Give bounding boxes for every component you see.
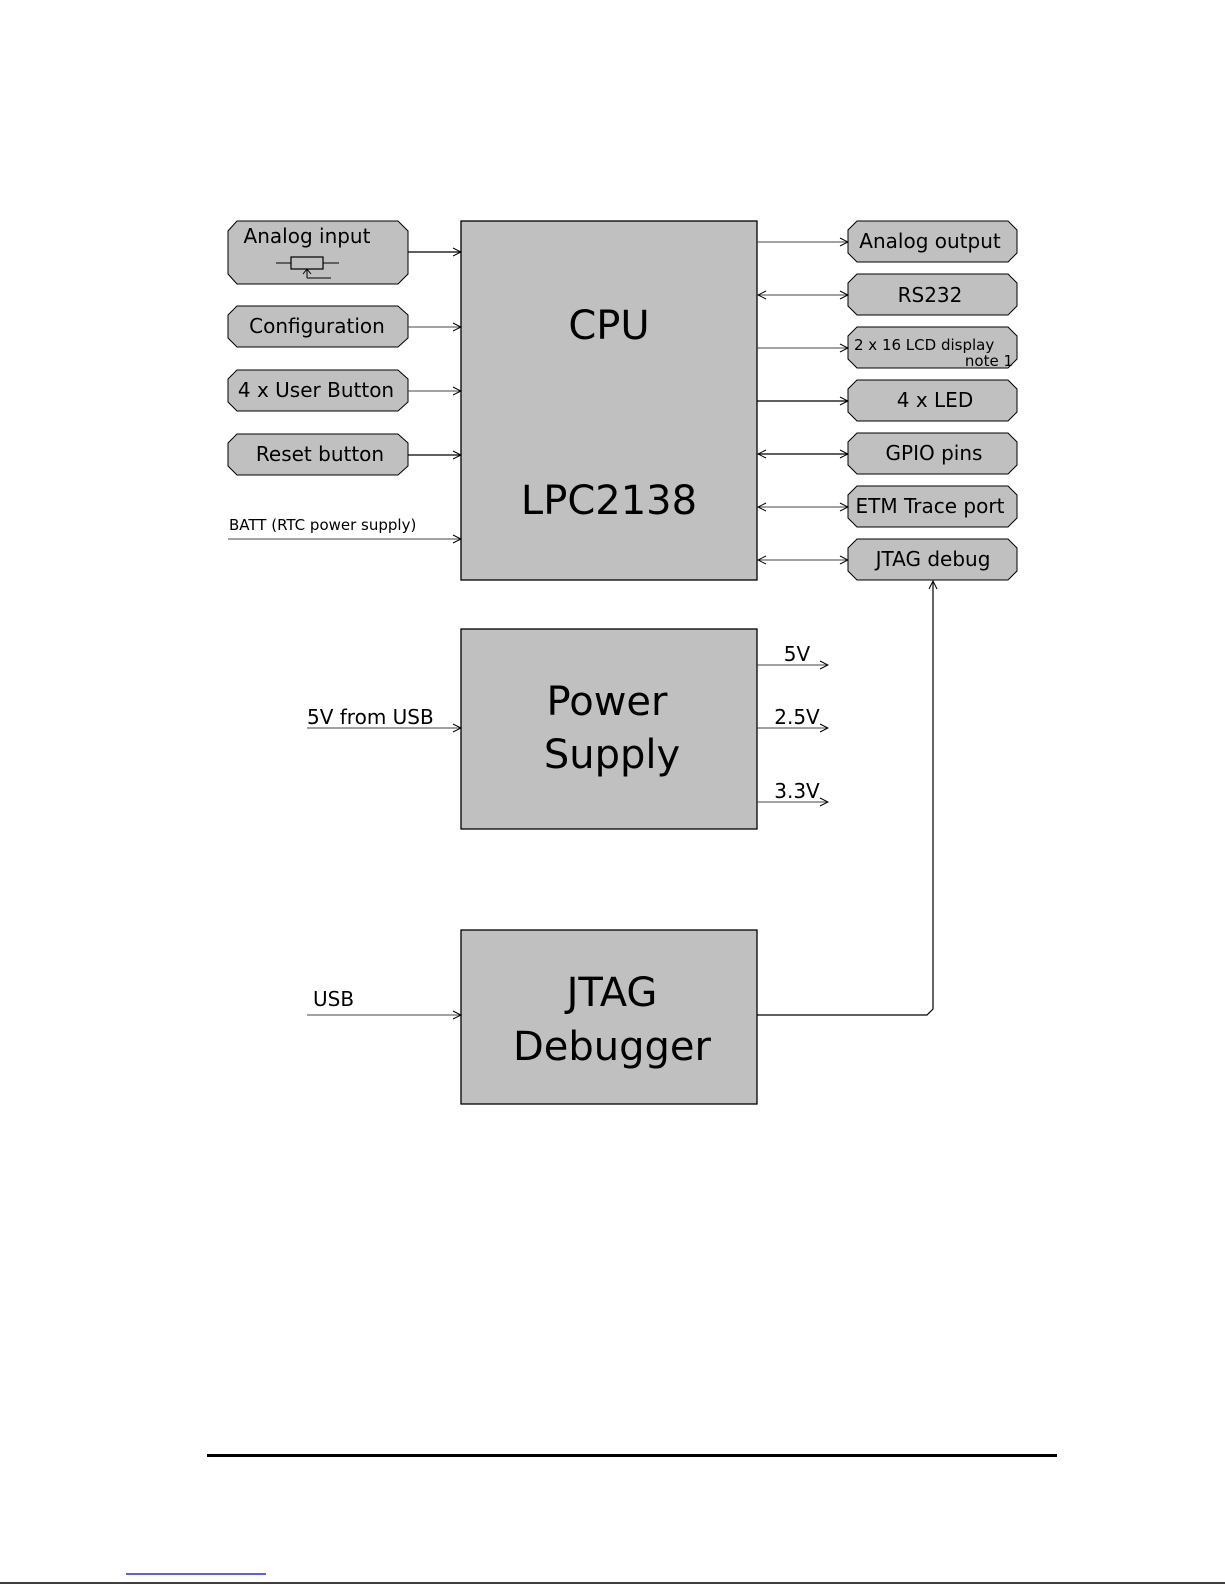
output-lcd-label: 2 x 16 LCD display — [854, 336, 994, 354]
output-gpio: GPIO pins — [758, 432, 1018, 475]
cpu-subtitle: LPC2138 — [521, 478, 697, 524]
power-in-label: 5V from USB — [307, 705, 434, 729]
output-lcd: 2 x 16 LCD display note 1 — [757, 326, 1018, 370]
input-user-button: 4 x User Button — [227, 369, 461, 412]
power-out-5v-label: 5V — [784, 642, 811, 666]
output-analog: Analog output — [757, 220, 1018, 263]
batt-label: BATT (RTC power supply) — [229, 516, 416, 534]
usb-input: USB — [307, 987, 461, 1015]
power-input: 5V from USB — [307, 705, 461, 729]
cpu-block: CPU LPC2138 — [460, 220, 758, 581]
footer-rule — [207, 1454, 1057, 1457]
output-rs232-label: RS232 — [898, 283, 963, 307]
output-lcd-note: note 1 — [965, 352, 1013, 370]
input-batt: BATT (RTC power supply) — [228, 516, 461, 539]
input-configuration: Configuration — [227, 305, 461, 348]
jtag-debugger-line1: JTAG — [564, 970, 658, 1016]
input-configuration-label: Configuration — [249, 314, 385, 338]
power-supply-line2: Supply — [544, 732, 680, 778]
input-analog-label: Analog input — [244, 224, 371, 248]
potentiometer-icon — [276, 256, 339, 279]
output-jtag-debug: JTAG debug — [758, 538, 1018, 581]
power-out-2v5-label: 2.5V — [774, 705, 820, 729]
jtag-debugger-line2: Debugger — [513, 1024, 712, 1070]
power-out-2v5: 2.5V — [757, 705, 828, 729]
power-supply-line1: Power — [547, 679, 668, 725]
power-out-3v3-label: 3.3V — [774, 779, 820, 803]
output-rs232: RS232 — [758, 273, 1018, 316]
output-led: 4 x LED — [757, 379, 1018, 422]
output-analog-label: Analog output — [859, 229, 1001, 253]
cpu-title: CPU — [568, 303, 649, 349]
power-supply-block: Power Supply — [460, 628, 758, 830]
input-reset-button: Reset button — [227, 433, 461, 476]
jtag-debugger-block: JTAG Debugger — [460, 929, 758, 1105]
input-user-button-label: 4 x User Button — [238, 378, 394, 402]
output-etm: ETM Trace port — [758, 485, 1018, 528]
output-etm-label: ETM Trace port — [856, 494, 1005, 518]
jtag-connection-line — [757, 581, 933, 1016]
usb-label: USB — [313, 987, 354, 1011]
input-analog: Analog input — [227, 220, 461, 285]
input-reset-button-label: Reset button — [256, 442, 384, 466]
power-out-5v: 5V — [757, 642, 828, 666]
output-led-label: 4 x LED — [897, 388, 973, 412]
power-out-3v3: 3.3V — [757, 779, 828, 803]
output-gpio-label: GPIO pins — [886, 441, 983, 465]
output-jtag-debug-label: JTAG debug — [874, 547, 991, 571]
